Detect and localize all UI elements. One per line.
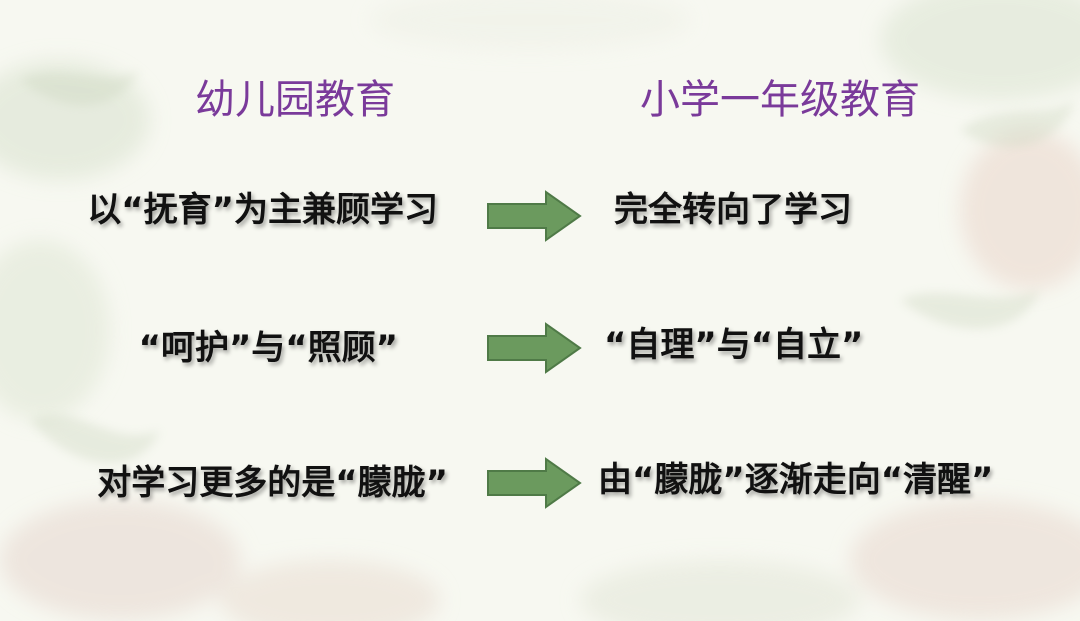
right-arrow-icon	[487, 457, 582, 509]
row-2-kindergarten-text: “呵护”与“照顾”	[138, 328, 398, 368]
row-1-first-grade-text: 完全转向了学习	[614, 190, 852, 230]
row-2-first-grade-text: “自理”与“自立”	[604, 325, 864, 365]
kindergarten-education-heading: 幼儿园教育	[195, 77, 395, 123]
right-arrow-icon	[487, 190, 582, 242]
first-grade-education-heading: 小学一年级教育	[640, 77, 920, 123]
row-3-first-grade-text: 由“朦胧”逐渐走向“清醒”	[598, 460, 994, 500]
row-3-kindergarten-text: 对学习更多的是“朦胧”	[97, 463, 448, 503]
right-arrow-icon	[487, 322, 582, 374]
row-1-kindergarten-text: 以“抚育”为主兼顾学习	[87, 190, 438, 230]
